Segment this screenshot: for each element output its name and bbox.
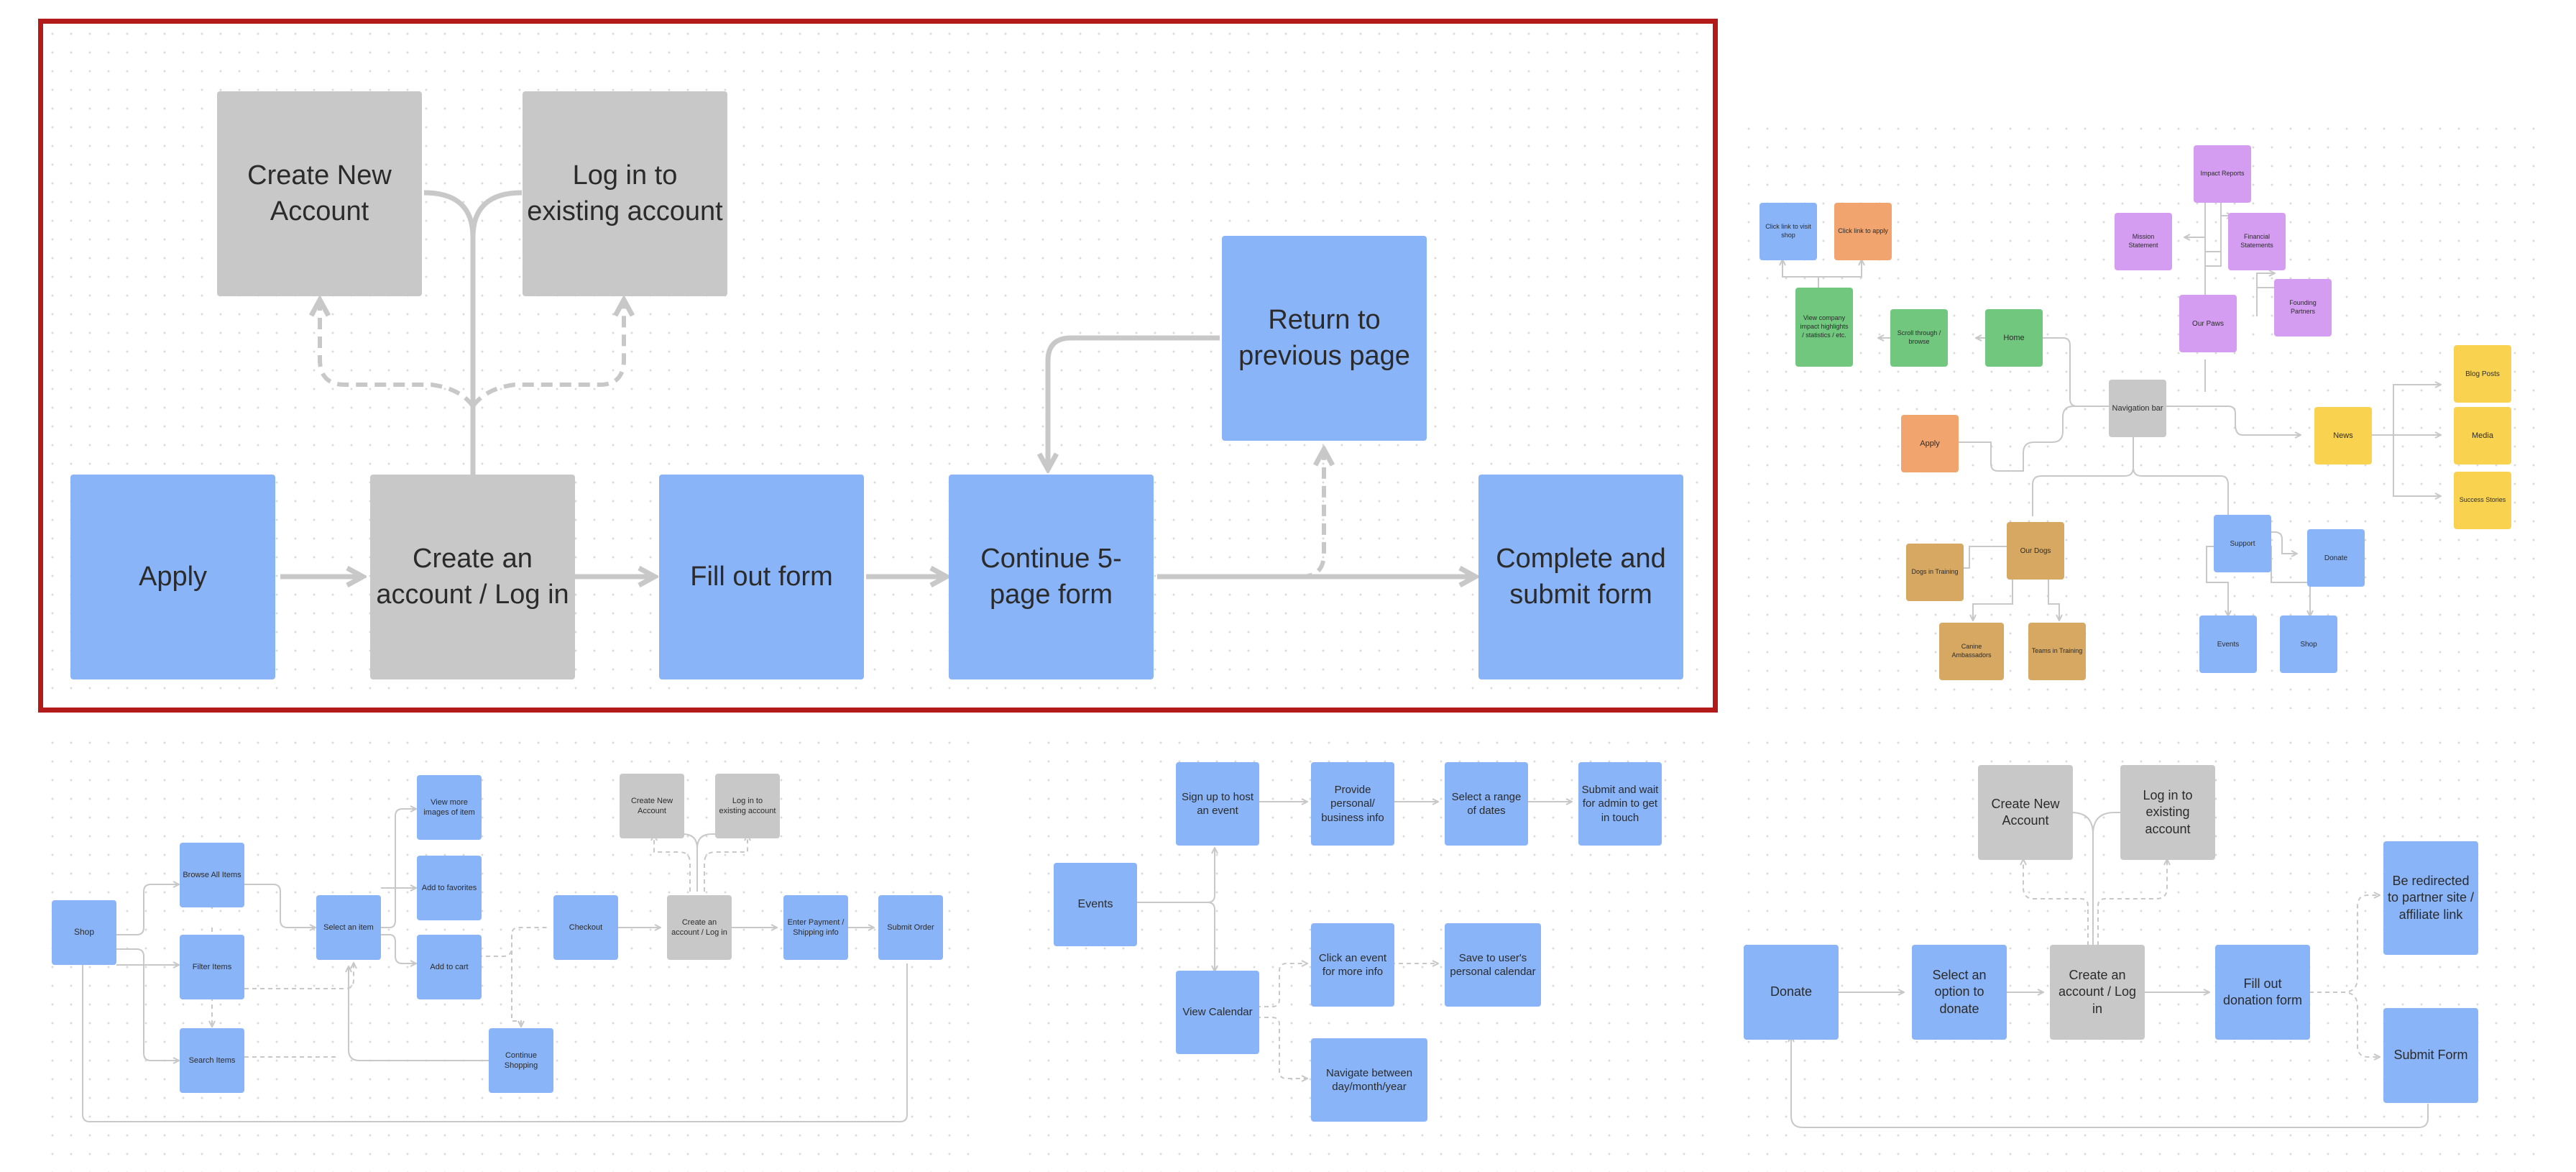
view-company-node[interactable]: View company impact highlights / statist… <box>1795 288 1853 367</box>
log-in-existing-shop-node[interactable]: Log in to existing account <box>715 774 780 838</box>
navigation-bar-node[interactable]: Navigation bar <box>2109 380 2166 437</box>
submit-wait-node[interactable]: Submit and wait for admin to get in touc… <box>1578 762 1662 846</box>
return-previous-node[interactable]: Return to previous page <box>1222 236 1427 441</box>
save-calendar-node[interactable]: Save to user's personal calendar <box>1445 923 1541 1007</box>
success-stories-node[interactable]: Success Stories <box>2454 472 2511 529</box>
shop-site-node[interactable]: Shop <box>2280 615 2337 673</box>
create-new-account-node[interactable]: Create New Account <box>217 91 422 296</box>
add-favorites-node[interactable]: Add to favorites <box>417 856 482 920</box>
dogs-in-training-node[interactable]: Dogs in Training <box>1906 544 1964 601</box>
blog-posts-node[interactable]: Blog Posts <box>2454 345 2511 403</box>
donate-node[interactable]: Donate <box>1744 945 1839 1040</box>
select-dates-node[interactable]: Select a range of dates <box>1445 762 1528 846</box>
complete-submit-node[interactable]: Complete and submit form <box>1478 475 1683 679</box>
events-site-node[interactable]: Events <box>2199 615 2257 673</box>
create-account-login-donate-node[interactable]: Create an account / Log in <box>2050 945 2145 1040</box>
submit-form-node[interactable]: Submit Form <box>2383 1008 2478 1103</box>
media-node[interactable]: Media <box>2454 407 2511 464</box>
enter-payment-node[interactable]: Enter Payment / Shipping info <box>783 895 848 960</box>
continue-form-node[interactable]: Continue 5-page form <box>949 475 1154 679</box>
sign-up-host-node[interactable]: Sign up to host an event <box>1176 762 1259 846</box>
submit-order-node[interactable]: Submit Order <box>878 895 943 960</box>
filter-items-node[interactable]: Filter Items <box>180 935 244 999</box>
events-node[interactable]: Events <box>1054 863 1137 946</box>
browse-all-node[interactable]: Browse All Items <box>180 843 244 907</box>
view-calendar-node[interactable]: View Calendar <box>1176 971 1259 1054</box>
impact-reports-node[interactable]: Impact Reports <box>2194 145 2251 203</box>
continue-shopping-node[interactable]: Continue Shopping <box>489 1028 553 1093</box>
click-event-node[interactable]: Click an event for more info <box>1311 923 1394 1007</box>
fill-out-form-node[interactable]: Fill out form <box>659 475 864 679</box>
navigate-between-node[interactable]: Navigate between day/month/year <box>1311 1038 1427 1122</box>
home-node[interactable]: Home <box>1985 309 2043 367</box>
apply-node[interactable]: Apply <box>70 475 275 679</box>
financial-statements-node[interactable]: Financial Statements <box>2228 213 2286 270</box>
search-items-node[interactable]: Search Items <box>180 1028 244 1093</box>
checkout-node[interactable]: Checkout <box>553 895 618 960</box>
our-dogs-node[interactable]: Our Dogs <box>2007 522 2064 580</box>
view-more-images-node[interactable]: View more images of item <box>417 775 482 840</box>
teams-in-training-node[interactable]: Teams in Training <box>2028 623 2086 680</box>
redirect-partner-node[interactable]: Be redirected to partner site / affiliat… <box>2383 841 2478 955</box>
news-node[interactable]: News <box>2314 407 2372 464</box>
founding-partners-node[interactable]: Founding Partners <box>2274 279 2332 337</box>
donate-site-node[interactable]: Donate <box>2307 529 2365 587</box>
create-new-account-shop-node[interactable]: Create New Account <box>620 774 684 838</box>
log-in-existing-donate-node[interactable]: Log in to existing account <box>2120 765 2215 860</box>
shop-node[interactable]: Shop <box>52 900 116 965</box>
our-paws-node[interactable]: Our Paws <box>2179 295 2237 352</box>
canine-ambassadors-node[interactable]: Canine Ambassadors <box>1939 623 2004 680</box>
click-apply-node[interactable]: Click link to apply <box>1834 203 1892 260</box>
apply-site-node[interactable]: Apply <box>1901 415 1959 472</box>
support-node[interactable]: Support <box>2214 515 2271 572</box>
create-account-login-node[interactable]: Create an account / Log in <box>370 475 575 679</box>
mission-statement-node[interactable]: Mission Statement <box>2115 213 2172 270</box>
log-in-existing-node[interactable]: Log in to existing account <box>523 91 727 296</box>
fill-donation-node[interactable]: Fill out donation form <box>2215 945 2310 1040</box>
create-new-account-donate-node[interactable]: Create New Account <box>1978 765 2073 860</box>
select-option-node[interactable]: Select an option to donate <box>1912 945 2007 1040</box>
create-account-login-shop-node[interactable]: Create an account / Log in <box>667 895 732 960</box>
select-item-node[interactable]: Select an item <box>316 895 381 960</box>
provide-info-node[interactable]: Provide personal/ business info <box>1311 762 1394 846</box>
scroll-through-node[interactable]: Scroll through / browse <box>1890 309 1948 367</box>
add-cart-node[interactable]: Add to cart <box>417 935 482 999</box>
click-shop-node[interactable]: Click link to visit shop <box>1760 203 1817 260</box>
